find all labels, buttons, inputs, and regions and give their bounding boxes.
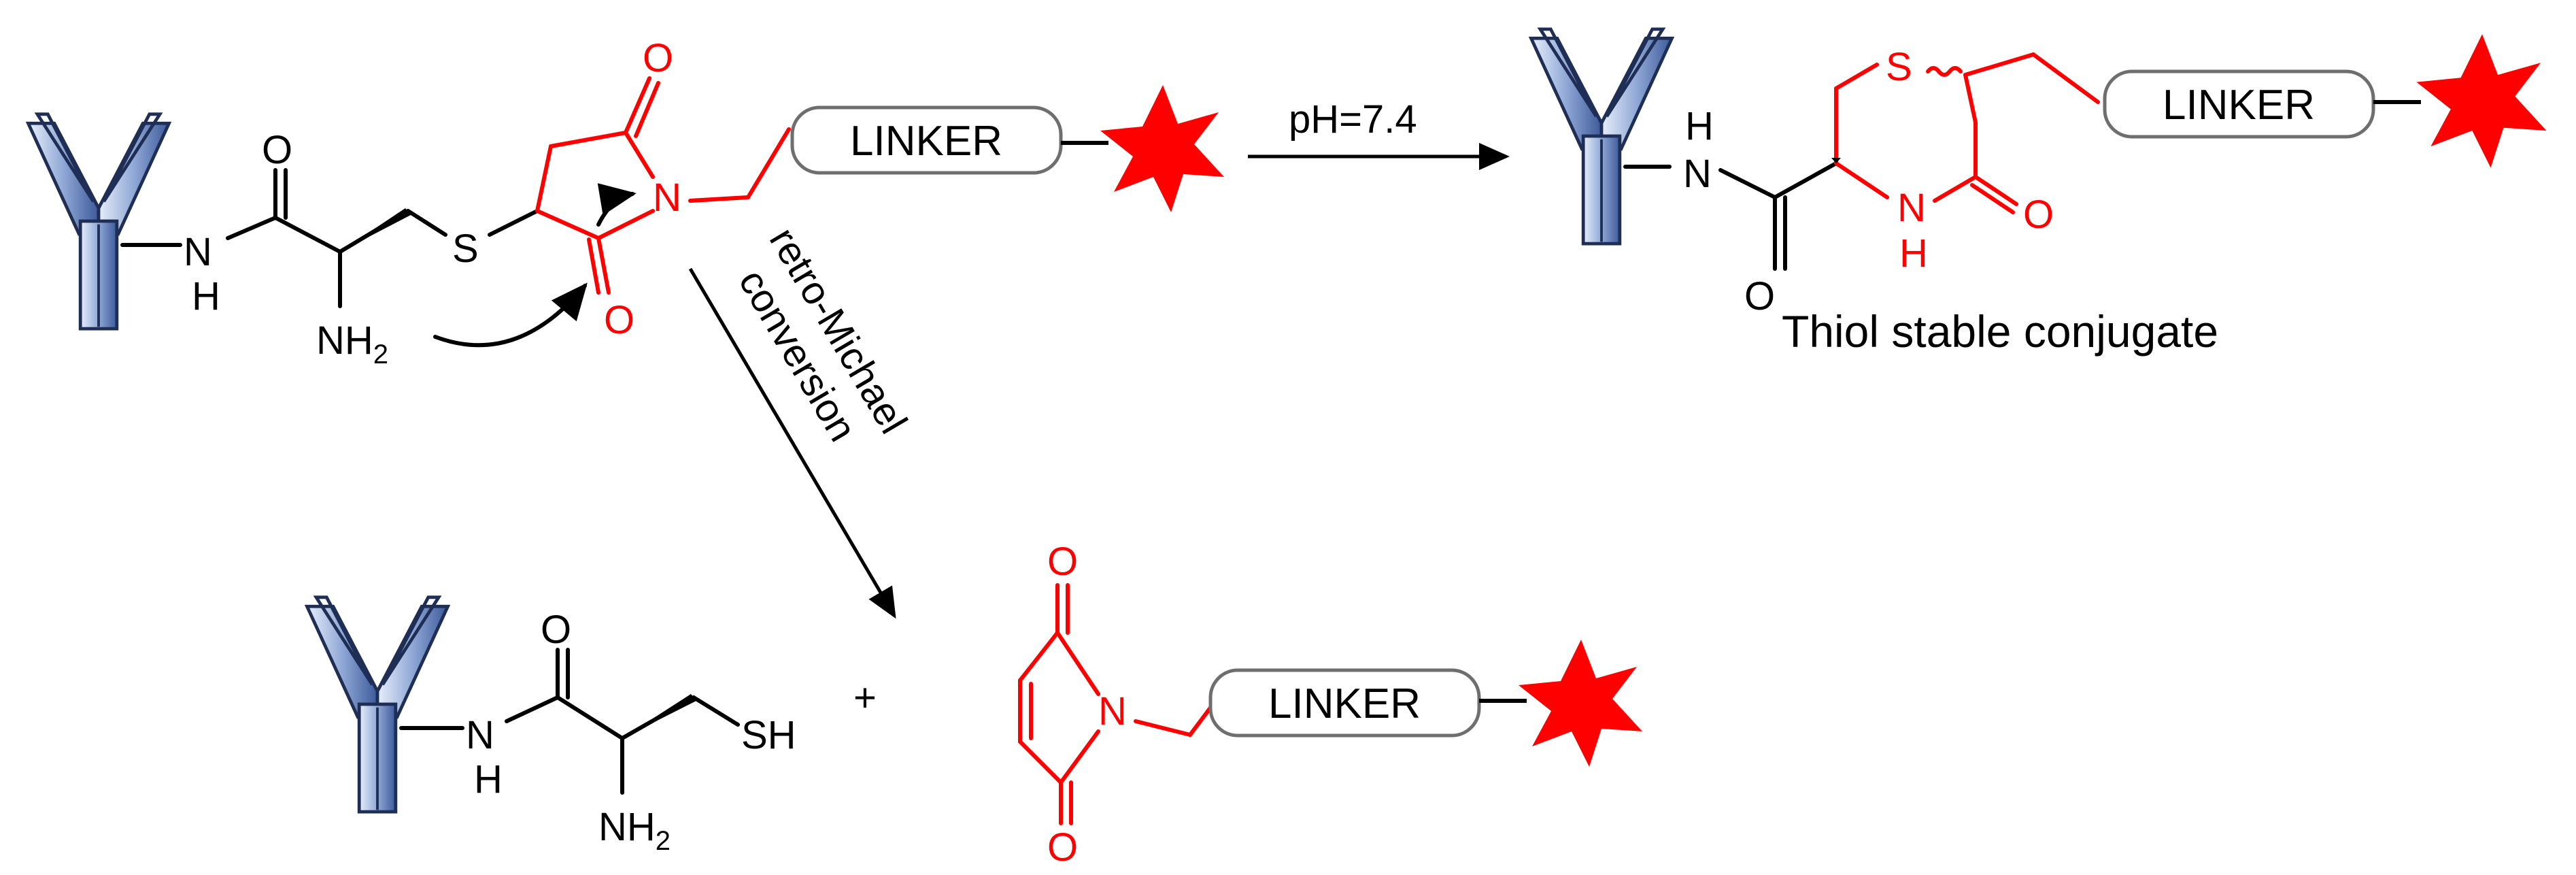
atom-h-bottom: H <box>474 757 503 802</box>
atom-o-red-ring: O <box>2023 193 2054 237</box>
product-caption: Thiol stable conjugate <box>1782 306 2218 357</box>
retro-michael-arrow: retro-Michael conversion <box>688 220 916 619</box>
atom-o-product: O <box>1744 274 1775 318</box>
atom-nh2-bottom: NH2 <box>598 805 671 856</box>
payload-star-icon <box>1519 640 1642 767</box>
atom-o: O <box>262 128 292 172</box>
succinimide-ring <box>535 76 791 295</box>
product-conjugate: H N O S N H O LINKER Thiol stable conjug… <box>1531 29 2547 357</box>
free-thiol-antibody: O N H NH2 SH <box>307 597 796 856</box>
plus-sign: + <box>853 676 877 720</box>
atom-o-maleimide-top: O <box>1047 540 1078 584</box>
atom-o-bottom: O <box>541 608 571 652</box>
atom-h-product: H <box>1685 104 1714 148</box>
atom-n-red: N <box>653 176 681 220</box>
atom-o-red-bottom: O <box>604 298 634 342</box>
antibody-icon <box>307 597 448 812</box>
linker-label: LINKER <box>850 118 1002 165</box>
linker-label: LINKER <box>2163 82 2315 129</box>
maleimide-ring <box>1018 583 1213 825</box>
bonds-black-product <box>1623 161 1838 271</box>
condition-label: pH=7.4 <box>1289 97 1417 142</box>
bonds-black-bottom <box>399 648 740 795</box>
atom-n-maleimide: N <box>1098 689 1127 733</box>
atom-nh2: NH2 <box>316 318 388 369</box>
thiomorpholinone-ring <box>1834 52 2100 214</box>
antibody-icon <box>29 114 169 329</box>
starting-conjugate: O N H NH2 S O N O LINKER <box>29 36 1224 369</box>
atom-n-bottom: N <box>466 713 494 757</box>
atom-n-red-ring: N <box>1897 186 1926 230</box>
atom-h: H <box>192 274 220 318</box>
payload-star-icon <box>2416 34 2547 168</box>
atom-n-product: N <box>1683 152 1712 196</box>
payload-star-icon <box>1100 85 1224 212</box>
wedge-bond <box>340 208 411 252</box>
atom-sh: SH <box>741 713 796 757</box>
atom-n: N <box>184 230 212 274</box>
atom-o-maleimide-bottom: O <box>1047 825 1078 870</box>
linker-box <box>790 105 1063 175</box>
atom-h-red-ring: H <box>1899 231 1928 276</box>
atom-o-red-top: O <box>643 36 673 80</box>
linker-label: LINKER <box>1268 680 1421 727</box>
free-maleimide-payload: O N O LINKER <box>1018 540 1642 870</box>
atom-s-red: S <box>1886 45 1912 89</box>
antibody-icon <box>1531 29 1672 244</box>
hydrolysis-arrow: pH=7.4 <box>1248 97 1510 170</box>
atom-s: S <box>452 227 479 271</box>
